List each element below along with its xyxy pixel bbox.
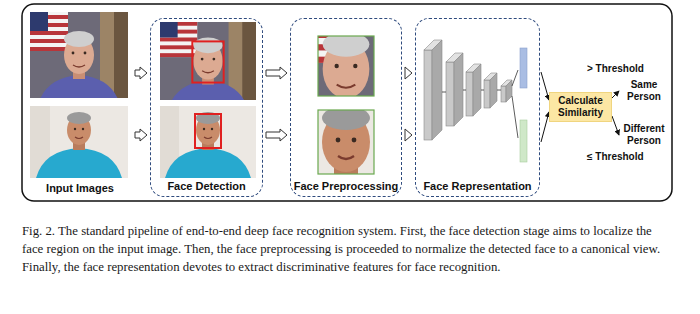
cnn-layers [454,53,463,126]
cnn-layers [506,80,512,102]
arrow-line [541,72,549,100]
cnn-layers [490,73,497,108]
input-photo [30,106,128,178]
cnn-layers [424,40,518,140]
aligned-face-crop [318,36,374,96]
detected-photo [192,41,223,82]
detected-photo [195,114,221,148]
node-label: Calculate Similarity [553,95,608,119]
block-arrow [135,67,147,79]
stage-box: Face Representation [415,18,540,197]
feature-vector [520,120,527,162]
input-photo [30,11,128,99]
detected-photo [160,18,256,104]
cnn-layers [446,62,454,126]
node-label: Input Images [46,182,114,195]
process-box: Calculate Similarity [549,92,612,122]
node-label: Face Representation [423,180,531,193]
node-label: Face Detection [167,180,245,193]
node-label: Different Person [622,123,666,147]
input-photo [30,11,128,178]
cnn-layers [424,50,432,140]
stage-box: Face Detection [150,18,263,197]
threshold-label: ≤ Threshold [586,151,645,162]
cnn-layers [432,40,442,140]
node-label: Face Preprocessing [294,180,399,193]
cnn-layers [512,70,518,138]
cnn-layers [466,72,473,116]
input-images-group: Input Images [28,10,132,198]
result-text: Different Person [619,121,669,149]
cnn-layers [501,86,506,102]
block-arrow [405,67,412,79]
threshold-label: > Threshold [586,63,645,74]
aligned-face-crop [318,110,374,174]
figure-caption: Fig. 2. The standard pipeline of end-to-… [22,222,674,276]
input-photo [30,11,128,99]
block-arrow [266,67,287,79]
cnn-layers [473,64,481,116]
result-text: Same Person [619,77,669,105]
input-photo [30,106,128,178]
arrow-line [612,91,619,98]
block-arrow [405,129,412,141]
detected-photo [159,106,257,178]
block-arrow [266,129,287,141]
cnn-layers [484,80,490,108]
feature-vector [520,48,527,88]
block-arrow [135,129,147,141]
cnn-layers [442,90,501,92]
detected-photo [159,18,257,178]
arrow-line [612,116,619,135]
arrow-line [541,112,549,142]
node-label: Same Person [622,79,666,103]
feature-vector [520,48,527,162]
detected-photo [159,106,257,178]
stage-box: Face Preprocessing [290,18,402,197]
detected-photo [160,18,256,104]
